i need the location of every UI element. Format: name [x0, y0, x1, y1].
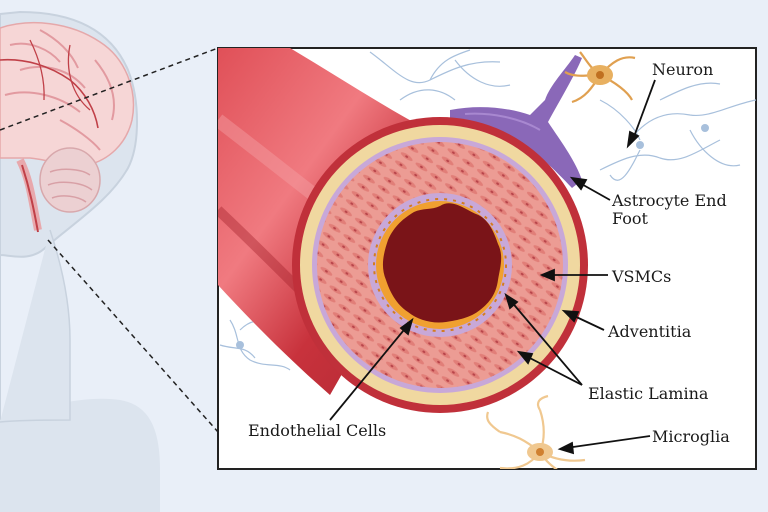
microglia-pointer [565, 435, 651, 449]
brain [0, 21, 135, 233]
neuron-cell [564, 51, 636, 104]
cerebellum [39, 147, 101, 213]
label-astrocyte-line2: Foot [612, 209, 648, 228]
elastic-lamina-pointer-outer [523, 354, 583, 386]
microglia-cell [486, 394, 586, 469]
endothelial-pointer [329, 324, 409, 421]
label-neuron: Neuron [652, 60, 713, 79]
label-astrocyte-line1: Astrocyte End [611, 191, 727, 210]
label-endothelial-cells: Endothelial Cells [248, 421, 386, 440]
label-vsmcs: VSMCs [611, 267, 671, 286]
pointer-arrows [329, 79, 656, 455]
label-elastic-lamina: Elastic Lamina [588, 384, 709, 403]
label-microglia: Microglia [652, 427, 730, 446]
zoom-line-top [0, 47, 219, 131]
astrocyte-end-foot [450, 55, 582, 188]
lumen [382, 203, 502, 323]
label-adventitia: Adventitia [607, 322, 692, 341]
vessel-cross-section [292, 117, 588, 413]
glial-node [236, 341, 244, 349]
elastic-lamina-pointer-inner [509, 299, 583, 386]
glial-node [701, 124, 709, 132]
zoom-line-bottom [47, 239, 219, 433]
glial-node [636, 141, 644, 149]
neuron-pointer [631, 79, 656, 143]
